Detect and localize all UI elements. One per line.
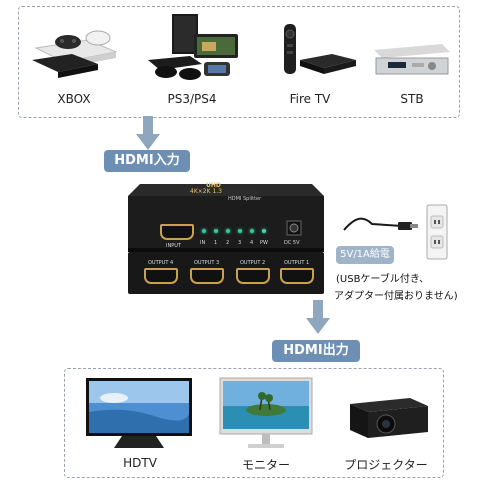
led-1	[214, 229, 218, 233]
down-arrow-icon	[136, 116, 160, 150]
led-3	[238, 229, 242, 233]
monitor-icon	[219, 377, 313, 448]
display-label-hdtv: HDTV	[123, 456, 157, 470]
power-note-line2: アダプター付属おりません)	[334, 291, 458, 302]
hdmi-input-tag: HDMI入力	[104, 150, 190, 172]
led-label-in: IN	[200, 240, 206, 246]
led-4	[250, 229, 254, 233]
display-label-projector: プロジェクター	[344, 458, 428, 472]
led-label-4: 4	[250, 240, 254, 246]
hdmi-output-port-2	[236, 268, 270, 284]
led-label-pw: PW	[260, 240, 268, 246]
output-label-4: OUTPUT 4	[148, 260, 174, 266]
hdmi-output-port-4	[144, 268, 178, 284]
splitter-resolution: 4K×2K 1.3	[190, 188, 222, 195]
hdmi-output-port-3	[190, 268, 224, 284]
led-label-3: 3	[238, 240, 242, 246]
down-arrow-icon	[306, 300, 330, 334]
led-label-1: 1	[214, 240, 218, 246]
hdtv-icon	[86, 378, 192, 448]
power-spec-tag: 5V/1A給電	[336, 246, 394, 264]
set-top-box-icon	[374, 44, 450, 75]
led-2	[226, 229, 230, 233]
output-label-3: OUTPUT 3	[194, 260, 220, 266]
source-label-firetv: Fire TV	[289, 92, 331, 106]
splitter-model: HDMI Splitter	[228, 196, 262, 202]
hdmi-output-port-1	[280, 268, 314, 284]
xbox-console-icon	[32, 30, 118, 78]
dc-power-label: DC 5V	[284, 240, 300, 246]
power-note-line1: (USBケーブル付き、	[336, 274, 430, 285]
source-label-ps: PS3/PS4	[167, 92, 217, 106]
led-pw	[262, 229, 266, 233]
hdmi-output-tag: HDMI出力	[272, 340, 360, 362]
input-port-label: INPUT	[166, 243, 181, 249]
source-label-stb: STB	[400, 92, 424, 106]
led-label-2: 2	[226, 240, 230, 246]
dc-power-jack-icon	[286, 220, 302, 236]
playstation-console-icon	[148, 14, 238, 80]
led-in	[202, 229, 206, 233]
output-label-2: OUTPUT 2	[240, 260, 266, 266]
output-label-1: OUTPUT 1	[284, 260, 310, 266]
fire-tv-icon	[284, 24, 356, 74]
source-label-xbox: XBOX	[57, 92, 91, 106]
projector-icon	[350, 398, 428, 438]
wall-outlet-icon	[426, 204, 448, 260]
usb-cable-icon	[343, 217, 418, 231]
display-label-monitor: モニター	[241, 458, 290, 472]
hdmi-input-port	[160, 224, 194, 240]
splitter-badge: UHD	[206, 182, 221, 189]
